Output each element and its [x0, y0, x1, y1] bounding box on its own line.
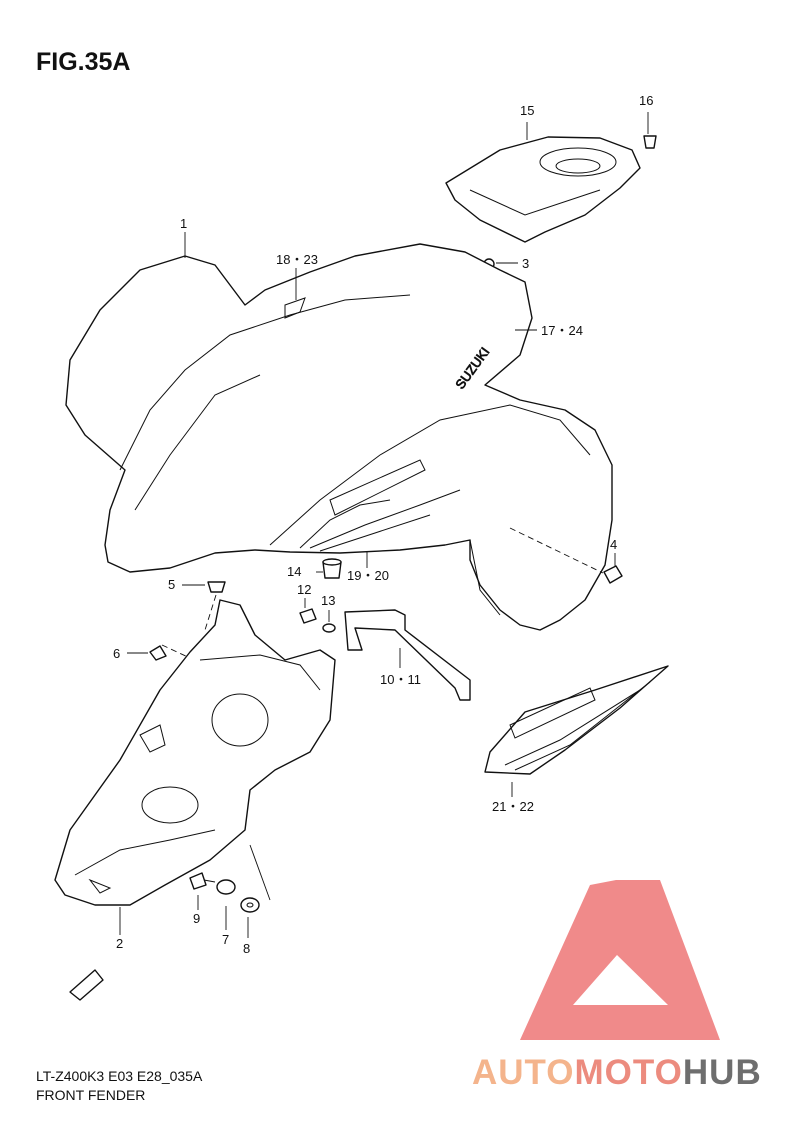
wordmark-auto: AUTO — [472, 1053, 575, 1092]
wordmark-moto: MOTO — [574, 1053, 683, 1092]
part-8-washer — [240, 897, 260, 938]
callout-12: 12 — [297, 582, 311, 597]
callout-15: 15 — [520, 103, 534, 118]
part-5-clip-nut — [182, 581, 226, 631]
part-6-screw — [127, 644, 191, 661]
callout-5: 5 — [168, 577, 175, 592]
part-15-headlight-cover — [445, 136, 641, 243]
callout-8: 8 — [243, 941, 250, 956]
part-9-bolt — [189, 872, 216, 910]
callout-6: 6 — [113, 646, 120, 661]
callout-17-24: 17・24 — [541, 323, 583, 338]
model-code: LT-Z400K3 E03 E28_035A — [36, 1068, 203, 1084]
callout-13: 13 — [321, 593, 335, 608]
section-name: FRONT FENDER — [36, 1087, 146, 1103]
callout-16: 16 — [639, 93, 653, 108]
callout-19-20: 19・20 — [347, 568, 389, 583]
part-21-22-decal — [484, 665, 669, 797]
part-12-bolt — [299, 598, 317, 624]
watermark-logo-icon — [520, 880, 720, 1040]
callout-9: 9 — [193, 911, 200, 926]
part-14-cushion — [322, 558, 342, 579]
watermark-wordmark: AUTOMOTOHUB — [472, 1053, 762, 1093]
part-7-collar — [216, 879, 236, 930]
callout-10-11: 10・11 — [380, 672, 421, 687]
callout-4: 4 — [610, 537, 617, 552]
callout-18-23: 18・23 — [276, 252, 318, 267]
part-4-bolt — [509, 527, 623, 584]
part-10-11-bracket — [344, 609, 471, 701]
callout-21-22: 21・22 — [492, 799, 534, 814]
part-16-clip — [643, 112, 657, 149]
figure-title: FIG.35A — [36, 48, 131, 76]
wordmark-hub: HUB — [682, 1053, 762, 1092]
part-2-inner-fender — [54, 599, 336, 935]
callout-3: 3 — [522, 256, 529, 271]
callout-7: 7 — [222, 932, 229, 947]
callout-14: 14 — [287, 564, 301, 579]
callout-2: 2 — [116, 936, 123, 951]
forward-arrow-icon: FWD — [69, 969, 104, 1001]
callout-1: 1 — [180, 216, 187, 231]
part-13-washer — [322, 610, 336, 633]
part-1-front-fender — [65, 243, 613, 631]
